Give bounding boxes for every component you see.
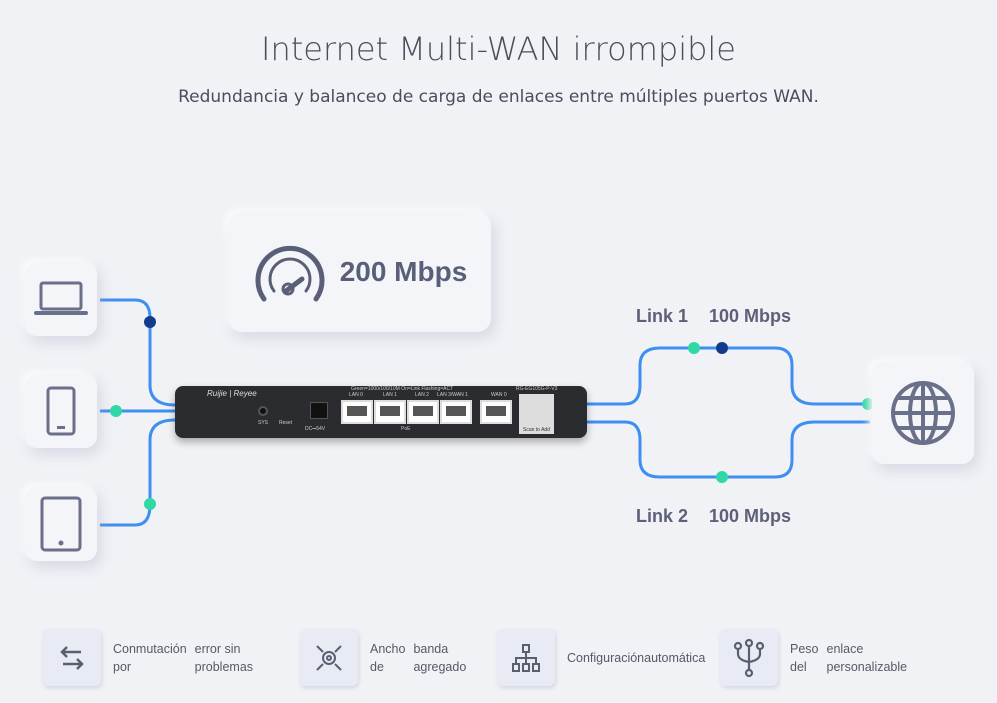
dot	[144, 498, 156, 510]
feature-failover: Conmutación error sin por problemas	[43, 629, 253, 686]
feature-text: enlace	[826, 641, 864, 656]
lan2-port	[407, 400, 439, 424]
port-label: LAN 2	[415, 392, 429, 398]
feature-text: del	[790, 659, 807, 674]
dot	[144, 316, 156, 328]
feature-text: banda	[413, 641, 449, 656]
line-tablet	[100, 418, 176, 527]
dot	[716, 342, 728, 354]
reset-button[interactable]: Reset	[279, 420, 293, 426]
line-link1	[587, 346, 870, 406]
laptop-icon	[34, 281, 88, 315]
dot	[716, 471, 728, 483]
wan0-port	[480, 400, 512, 424]
feature-autoconfig: Configuraciónautomática	[497, 629, 705, 686]
sys-label: SYS	[258, 420, 269, 426]
page-title: Internet Multi-WAN irrompible	[261, 30, 736, 68]
tablet-icon	[40, 496, 82, 552]
lan3-port	[440, 400, 472, 424]
feature-weight: Peso enlace del personalizable	[720, 629, 907, 686]
link1-speed: 100 Mbps	[709, 306, 792, 326]
hierarchy-icon	[512, 643, 540, 672]
feature-text: Peso	[790, 641, 819, 656]
dc-jack	[310, 402, 328, 419]
router: Ruijie | Reyee Green=1000/100/10M On=Lin…	[175, 386, 587, 438]
feature-bandwidth: Ancho banda de agregado	[300, 629, 466, 686]
switch-arrows-icon	[60, 645, 84, 670]
port-label: LAN 1	[383, 392, 397, 398]
globe-icon	[891, 381, 955, 445]
phone-device	[25, 374, 97, 448]
speed-value: 200 Mbps	[339, 256, 468, 287]
line-link2	[587, 420, 870, 479]
fork-icon	[733, 638, 765, 677]
wan-label: WAN 0	[491, 392, 507, 398]
speed-card: 200 Mbps	[228, 212, 491, 332]
qr-code: Scan to Add	[519, 394, 554, 434]
router-model: RG-EG105G-P-V3	[516, 386, 558, 392]
link1-name: Link 1	[636, 306, 689, 326]
port-label: LAN 3/WAN 1	[437, 392, 468, 398]
feature-text: personalizable	[826, 659, 908, 674]
feature-text: error sin	[194, 641, 241, 656]
poe-label: PoE	[401, 426, 411, 432]
feature-text: Configuraciónautomática	[567, 650, 706, 665]
speedometer-icon	[255, 245, 325, 302]
dc-label: DC⎓54V	[305, 426, 326, 432]
aggregate-icon	[316, 644, 342, 671]
port-label: LAN 0	[349, 392, 363, 398]
dot	[110, 405, 122, 417]
laptop-device	[25, 262, 97, 336]
feature-text: Ancho	[370, 641, 406, 656]
page-subtitle: Redundancia y balanceo de carga de enlac…	[178, 87, 819, 107]
dot	[862, 398, 874, 410]
lan1-port	[374, 400, 406, 424]
feature-text: agregado	[413, 659, 467, 674]
dot	[688, 342, 700, 354]
router-brand: Ruijie | Reyee	[207, 389, 257, 398]
feature-text: por	[113, 659, 132, 674]
feature-text: Conmutación	[113, 641, 187, 656]
qr-label: Scan to Add	[523, 427, 550, 433]
internet-node	[872, 362, 974, 464]
router-legend: Green=1000/100/10M On=Link Flashing=ACT	[351, 386, 454, 392]
sys-led	[258, 406, 268, 416]
link2-name: Link 2	[636, 506, 689, 526]
phone-icon	[46, 386, 76, 436]
tablet-device	[25, 487, 97, 561]
link2-speed: 100 Mbps	[709, 506, 792, 526]
feature-text: problemas	[194, 659, 254, 674]
feature-text: de	[370, 659, 384, 674]
lan0-port	[341, 400, 373, 424]
line-laptop	[100, 298, 176, 407]
